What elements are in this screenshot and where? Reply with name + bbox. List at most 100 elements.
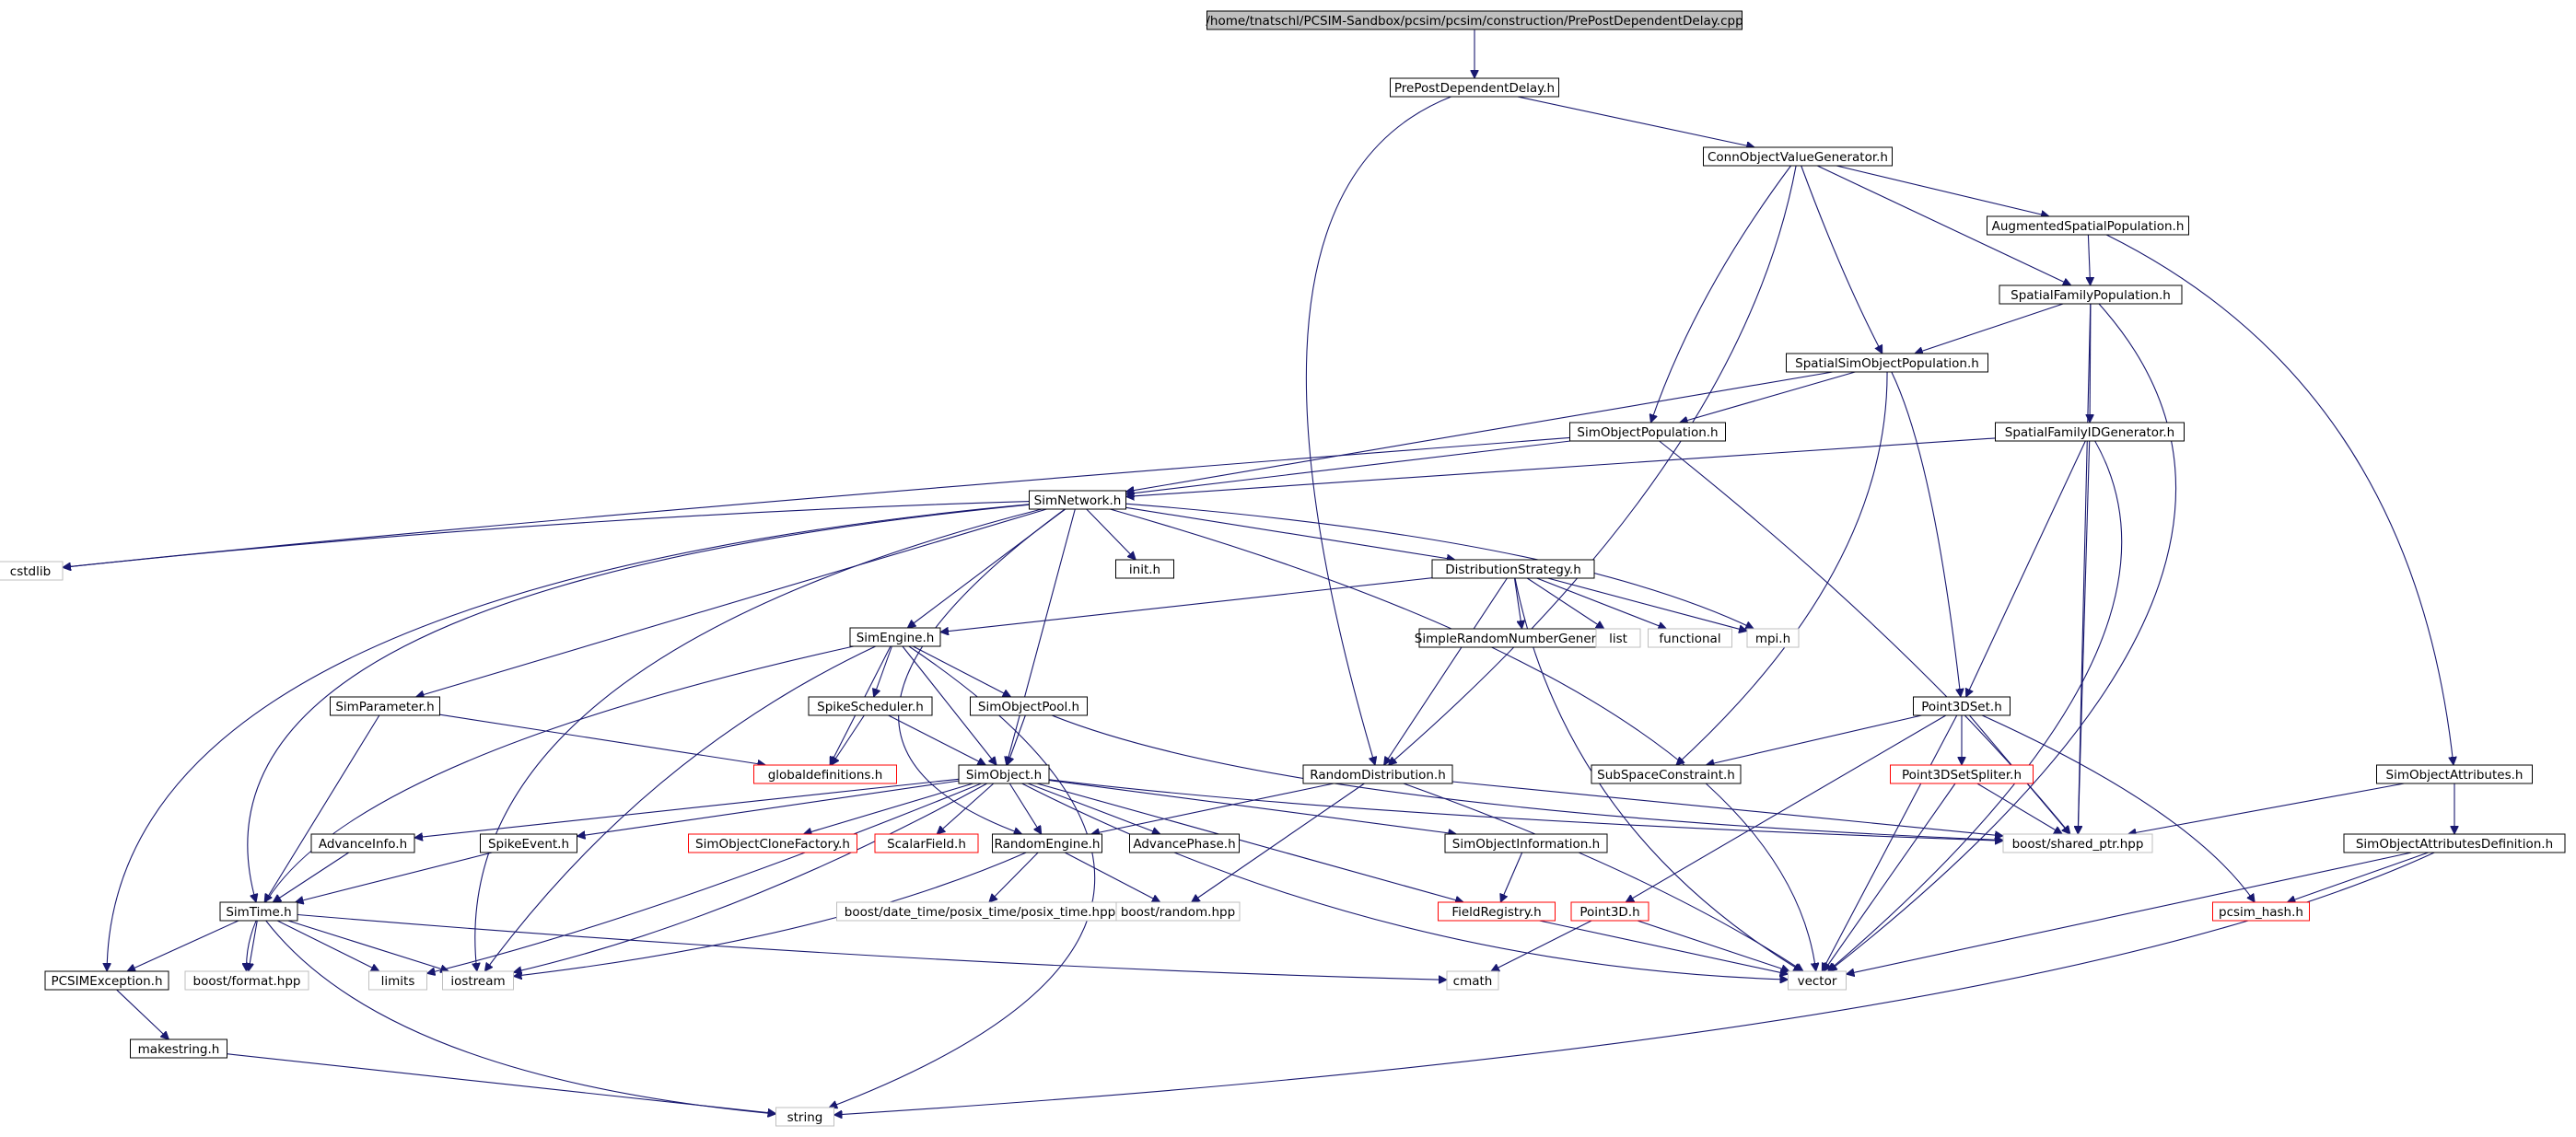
node-socf[interactable]: SimObjectCloneFactory.h bbox=[688, 833, 857, 853]
node-pcsimexc[interactable]: PCSIMException.h bbox=[44, 970, 169, 991]
node-sfidg[interactable]: SpatialFamilyIDGenerator.h bbox=[1995, 422, 2185, 442]
node-box-cmath bbox=[1446, 970, 1499, 991]
edge-randeng-to-posix bbox=[989, 852, 1039, 902]
edge-covg-to-sfp bbox=[1816, 165, 2071, 285]
node-box-p3dset bbox=[1913, 696, 2011, 716]
node-box-limits bbox=[368, 970, 427, 991]
node-pcsimhash[interactable]: pcsim_hash.h bbox=[2212, 901, 2310, 922]
node-box-simparam bbox=[330, 696, 440, 716]
edge-dist-to-functional bbox=[1536, 577, 1667, 629]
node-box-list bbox=[1595, 628, 1641, 648]
node-box-simeng bbox=[849, 627, 941, 647]
node-simobj[interactable]: SimObject.h bbox=[958, 764, 1050, 784]
edge-randeng-to-brand bbox=[1064, 852, 1160, 903]
node-label-iostream: iostream bbox=[450, 974, 505, 989]
node-label-randeng: RandomEngine.h bbox=[994, 837, 1100, 852]
node-label-spikesch: SpikeScheduler.h bbox=[817, 700, 924, 714]
node-simtime[interactable]: SimTime.h bbox=[219, 901, 298, 922]
edge-simobj-to-iostream bbox=[514, 783, 988, 972]
node-label-covg: ConnObjectValueGenerator.h bbox=[1708, 150, 1888, 165]
edge-dist-to-simeng bbox=[940, 577, 1433, 632]
node-root: /home/tnatschl/PCSIM-Sandbox/pcsim/pcsim… bbox=[1206, 10, 1743, 30]
node-vector: vector bbox=[1788, 970, 1847, 991]
node-soinfo[interactable]: SimObjectInformation.h bbox=[1444, 833, 1608, 853]
node-scalar[interactable]: ScalarField.h bbox=[874, 833, 979, 853]
node-label-srng: SimpleRandomNumberGenerator.h bbox=[1415, 632, 1632, 646]
node-label-simeng: SimEngine.h bbox=[857, 631, 935, 645]
node-soattr[interactable]: SimObjectAttributes.h bbox=[2376, 764, 2533, 784]
node-box-randeng bbox=[992, 833, 1102, 853]
edge-simeng-to-bformat bbox=[247, 645, 855, 971]
node-fieldreg[interactable]: FieldRegistry.h bbox=[1438, 901, 1556, 922]
node-p3dsplit[interactable]: Point3DSetSpliter.h bbox=[1890, 764, 2034, 784]
node-simeng[interactable]: SimEngine.h bbox=[849, 627, 941, 647]
node-box-point3d bbox=[1570, 901, 1649, 922]
node-label-globdef: globaldefinitions.h bbox=[768, 768, 883, 783]
edge-simparam-to-globdef bbox=[439, 714, 766, 765]
edge-simnet-to-iostream bbox=[475, 508, 1043, 971]
node-spikesch[interactable]: SpikeScheduler.h bbox=[808, 696, 933, 716]
node-label-brand: boost/random.hpp bbox=[1121, 905, 1235, 920]
node-box-string bbox=[775, 1107, 834, 1127]
edge-spikeev-to-simtime bbox=[296, 852, 493, 902]
node-box-pcsimexc bbox=[44, 970, 169, 991]
node-sop[interactable]: SimObjectPopulation.h bbox=[1569, 422, 1726, 442]
edge-simnet-to-dist bbox=[1125, 506, 1455, 560]
node-p3dset[interactable]: Point3DSet.h bbox=[1913, 696, 2011, 716]
node-box-bformat bbox=[184, 970, 309, 991]
edge-spikesch-to-globdef bbox=[832, 714, 865, 765]
node-sopool[interactable]: SimObjectPool.h bbox=[970, 696, 1088, 716]
node-init[interactable]: init.h bbox=[1115, 559, 1174, 579]
dependency-edges bbox=[63, 29, 2454, 1115]
node-advinfo[interactable]: AdvanceInfo.h bbox=[310, 833, 415, 853]
node-srng[interactable]: SimpleRandomNumberGenerator.h bbox=[1415, 628, 1632, 648]
edge-point3d-to-cmath bbox=[1491, 920, 1592, 972]
node-label-point3d: Point3D.h bbox=[1579, 905, 1639, 920]
node-simnet[interactable]: SimNetwork.h bbox=[1029, 490, 1126, 510]
node-label-sfp: SpatialFamilyPopulation.h bbox=[2011, 288, 2171, 303]
node-box-sopool bbox=[970, 696, 1088, 716]
node-box-soattr bbox=[2376, 764, 2533, 784]
node-label-simparam: SimParameter.h bbox=[335, 700, 434, 714]
node-label-root: /home/tnatschl/PCSIM-Sandbox/pcsim/pcsim… bbox=[1206, 14, 1743, 29]
node-makestr[interactable]: makestring.h bbox=[130, 1038, 227, 1059]
node-box-makestr bbox=[130, 1038, 227, 1059]
edge-simnet-to-randeng bbox=[898, 508, 1066, 834]
node-label-limits: limits bbox=[381, 974, 415, 989]
node-advphase[interactable]: AdvancePhase.h bbox=[1129, 833, 1240, 853]
node-ppdd[interactable]: PrePostDependentDelay.h bbox=[1390, 77, 1559, 98]
node-label-pcsimhash: pcsim_hash.h bbox=[2219, 905, 2303, 920]
node-point3d[interactable]: Point3D.h bbox=[1570, 901, 1649, 922]
node-randeng[interactable]: RandomEngine.h bbox=[992, 833, 1102, 853]
node-label-cstdlib: cstdlib bbox=[10, 564, 51, 579]
edge-point3d-to-vector bbox=[1637, 920, 1789, 971]
edge-asp-to-soattr bbox=[2105, 234, 2454, 765]
node-covg[interactable]: ConnObjectValueGenerator.h bbox=[1703, 146, 1893, 167]
node-globdef[interactable]: globaldefinitions.h bbox=[753, 764, 897, 784]
node-simparam[interactable]: SimParameter.h bbox=[330, 696, 440, 716]
node-ssop[interactable]: SpatialSimObjectPopulation.h bbox=[1786, 353, 1988, 373]
node-label-simobj: SimObject.h bbox=[966, 768, 1042, 783]
node-subspace[interactable]: SubSpaceConstraint.h bbox=[1591, 764, 1742, 784]
node-functional: functional bbox=[1648, 628, 1732, 648]
node-asp[interactable]: AugmentedSpatialPopulation.h bbox=[1987, 215, 2189, 236]
node-box-simnet bbox=[1029, 490, 1126, 510]
node-label-dist: DistributionStrategy.h bbox=[1445, 563, 1581, 577]
node-box-ssop bbox=[1786, 353, 1988, 373]
node-brand: boost/random.hpp bbox=[1115, 901, 1241, 922]
node-randdist[interactable]: RandomDistribution.h bbox=[1302, 764, 1453, 784]
node-dist[interactable]: DistributionStrategy.h bbox=[1431, 559, 1595, 579]
node-box-functional bbox=[1648, 628, 1732, 648]
node-sfp[interactable]: SpatialFamilyPopulation.h bbox=[1999, 284, 2183, 305]
node-box-pcsimhash bbox=[2212, 901, 2310, 922]
edge-simobj-to-scalar bbox=[937, 783, 995, 834]
edge-ssop-to-simnet bbox=[1126, 371, 1834, 492]
node-label-sop: SimObjectPopulation.h bbox=[1577, 425, 1718, 440]
node-soattrdef[interactable]: SimObjectAttributesDefinition.h bbox=[2343, 833, 2566, 853]
edge-simobj-to-vector bbox=[1021, 783, 1789, 980]
edge-sopool-to-simobj bbox=[1008, 714, 1026, 765]
edge-soinfo-to-fieldreg bbox=[1500, 852, 1523, 902]
edge-simnet-to-mpi bbox=[1125, 503, 1754, 629]
node-spikeev[interactable]: SpikeEvent.h bbox=[480, 833, 577, 853]
